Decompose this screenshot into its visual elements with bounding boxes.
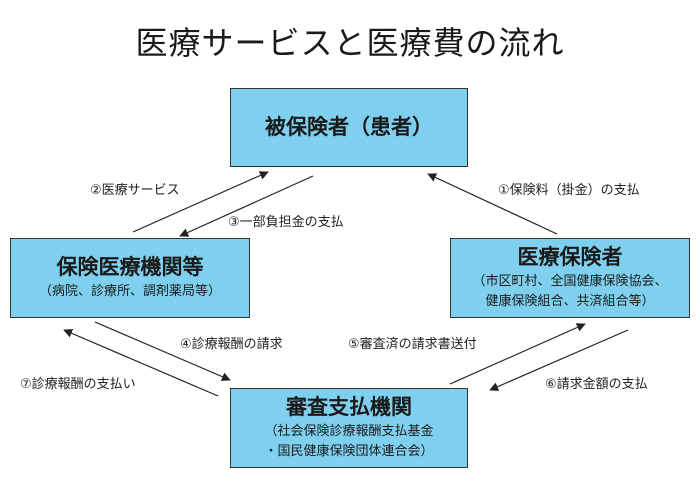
- insurer-name: 医療保険者: [517, 245, 623, 270]
- arrow-reimbursement: [63, 329, 219, 397]
- review-sub-line2: ・国民健康保険団体連合会）: [264, 443, 434, 459]
- flow-label-billed-payment: ⑥請求金額の支払: [545, 377, 648, 392]
- patient-name: 被保険者（患者）: [265, 114, 433, 139]
- insurer-sub-line1: （市区町村、全国健康保険協会、: [472, 273, 668, 289]
- arrow-copay: [179, 175, 314, 237]
- flow-label-medical-service: ②医療サービス: [90, 183, 180, 198]
- page-title: 医療サービスと医療費の流れ: [135, 24, 565, 62]
- provider-name: 保険医療機関等: [56, 255, 204, 280]
- arrow-claim-forward: [449, 323, 586, 385]
- provider-box: 保険医療機関等 （病院、診療所、調剤薬局等）: [10, 238, 250, 318]
- flow-label-claim-forward: ⑤審査済の請求書送付: [348, 337, 477, 352]
- provider-sub: （病院、診療所、調剤薬局等）: [38, 283, 221, 299]
- arrow-billed-payment: [489, 329, 629, 391]
- arrow-medical-service: [132, 171, 269, 233]
- patient-box: 被保険者（患者）: [230, 88, 468, 167]
- arrow-premium: [427, 173, 558, 235]
- flow-label-premium: ①保険料（掛金）の支払: [498, 183, 640, 198]
- flow-label-reimbursement: ⑦診療報酬の支払い: [20, 377, 136, 392]
- arrow-claim: [94, 321, 231, 381]
- insurer-sub-line2: 健康保険組合、共済組合等）: [485, 293, 655, 309]
- flow-label-claim: ④診療報酬の請求: [180, 337, 283, 352]
- review-name: 審査支払機関: [286, 395, 412, 420]
- review-sub-line1: （社会保険診療報酬支払基金: [264, 423, 434, 439]
- insurer-box: 医療保険者 （市区町村、全国健康保険協会、 健康保険組合、共済組合等）: [450, 238, 690, 318]
- review-box: 審査支払機関 （社会保険診療報酬支払基金 ・国民健康保険団体連合会）: [230, 388, 468, 468]
- flow-label-copay: ③一部負担金の支払: [228, 215, 344, 230]
